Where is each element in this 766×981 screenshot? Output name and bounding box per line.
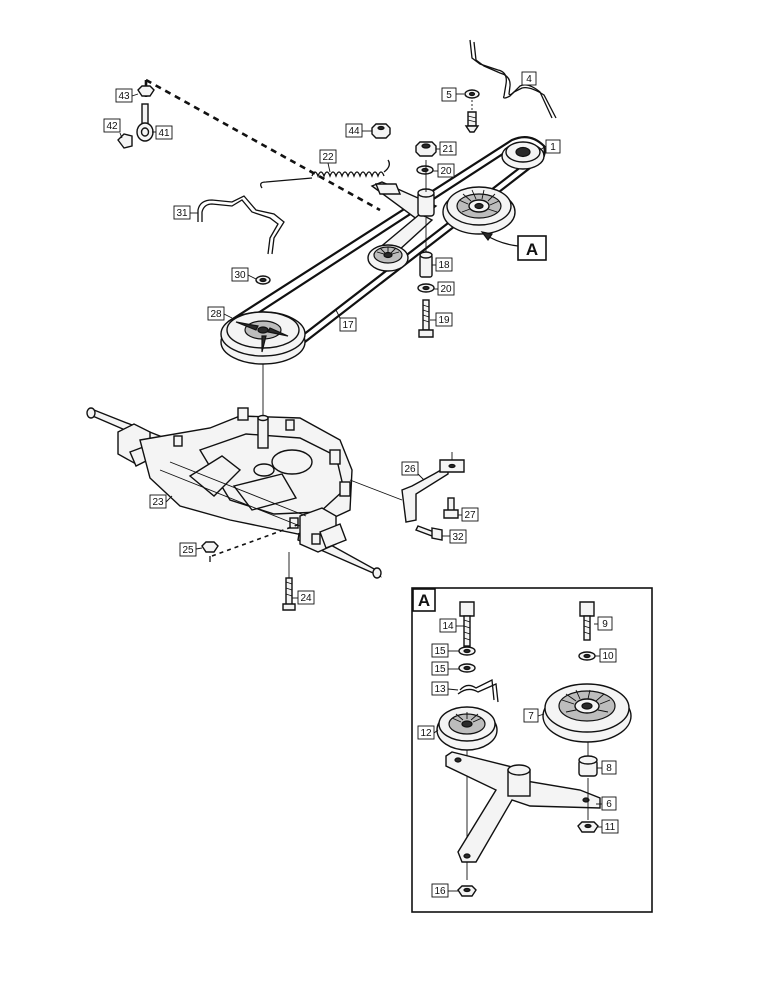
label-28	[207, 306, 225, 321]
pulley-washer	[255, 275, 271, 285]
label-42	[103, 118, 121, 133]
control-cable	[144, 78, 381, 212]
label-a15-lower	[431, 661, 449, 676]
label-a14-text: 14	[442, 621, 454, 632]
lock-nut	[371, 123, 391, 139]
idler-hardware	[415, 141, 437, 338]
bracket-bolt-long	[415, 525, 443, 541]
label-a8	[601, 760, 617, 775]
label-a7-text: 7	[528, 711, 534, 722]
label-32-text: 32	[452, 532, 464, 543]
label-19	[435, 312, 453, 327]
label-a16-text: 16	[434, 886, 446, 897]
label-42-text: 42	[106, 121, 118, 132]
label-31-text: 31	[176, 208, 188, 219]
label-20-upper	[437, 163, 455, 178]
label-44	[345, 123, 363, 138]
label-a10-text: 10	[602, 651, 614, 662]
label-20-lower	[437, 281, 455, 296]
label-a12	[417, 725, 435, 740]
control-rod	[469, 39, 557, 119]
label-a15-upper-text: 15	[434, 646, 446, 657]
callout-a-letter: A	[526, 240, 538, 259]
label-a15-upper	[431, 643, 449, 658]
label-1-text: 1	[550, 142, 556, 153]
label-26	[401, 461, 419, 476]
transaxle-bolt	[282, 552, 296, 611]
label-31	[173, 205, 191, 220]
label-41	[155, 125, 173, 140]
label-18	[435, 257, 453, 272]
idler-pulley-small	[367, 244, 409, 272]
label-23	[149, 494, 167, 509]
label-a13-text: 13	[434, 684, 446, 695]
cable-eyebolt	[117, 85, 155, 149]
inset-a-letter: A	[418, 591, 430, 610]
engine-pulley	[501, 141, 545, 170]
label-44-text: 44	[348, 126, 360, 137]
label-23-text: 23	[152, 497, 164, 508]
label-5	[441, 87, 457, 102]
label-24-text: 24	[300, 593, 312, 604]
label-a8-text: 8	[606, 763, 612, 774]
label-24	[297, 590, 315, 605]
label-19-text: 19	[438, 315, 450, 326]
label-43-text: 43	[118, 91, 130, 102]
label-20-upper-text: 20	[440, 166, 452, 177]
inset-a-box	[412, 588, 436, 612]
label-a14	[439, 618, 457, 633]
label-25-text: 25	[182, 545, 194, 556]
inset-a: A	[411, 587, 653, 913]
label-1	[545, 139, 561, 154]
label-27	[461, 507, 479, 522]
label-a15-lower-text: 15	[434, 664, 446, 675]
label-43	[115, 88, 133, 103]
label-17	[339, 317, 357, 332]
label-30	[231, 267, 249, 282]
label-a12-text: 12	[420, 728, 432, 739]
label-17-text: 17	[342, 320, 354, 331]
label-26-text: 26	[404, 464, 416, 475]
label-a11-text: 11	[605, 822, 616, 833]
label-32	[449, 529, 467, 544]
label-a9-text: 9	[602, 619, 608, 630]
label-a13	[431, 681, 449, 696]
transaxle-bracket	[349, 452, 465, 523]
label-5-text: 5	[446, 90, 452, 101]
callout-a-box	[517, 235, 547, 261]
label-a16	[431, 883, 449, 898]
label-a6	[601, 796, 617, 811]
label-a11	[601, 819, 619, 834]
tension-spring	[260, 159, 390, 189]
transaxle-pulley	[220, 311, 306, 365]
label-21	[439, 141, 457, 156]
transaxle	[86, 407, 382, 579]
label-a10	[599, 648, 617, 663]
label-20-lower-text: 20	[440, 284, 452, 295]
label-a6-text: 6	[606, 799, 612, 810]
label-28-text: 28	[210, 309, 222, 320]
idler-pulley-large	[442, 186, 516, 235]
label-18-text: 18	[438, 260, 450, 271]
transaxle-nut	[201, 541, 219, 562]
label-a7	[523, 708, 539, 723]
rod-washer	[464, 89, 480, 133]
linkage-rod	[197, 195, 285, 255]
spring-bracket	[374, 183, 402, 195]
label-4-text: 4	[526, 74, 532, 85]
label-25	[179, 542, 197, 557]
bracket-bolt	[443, 497, 459, 519]
label-30-text: 30	[234, 270, 246, 281]
label-a9	[597, 616, 613, 631]
label-21-text: 21	[442, 144, 454, 155]
label-4	[521, 71, 537, 86]
label-27-text: 27	[464, 510, 476, 521]
label-22	[319, 149, 337, 164]
label-22-text: 22	[322, 152, 334, 163]
label-41-text: 41	[158, 128, 170, 139]
